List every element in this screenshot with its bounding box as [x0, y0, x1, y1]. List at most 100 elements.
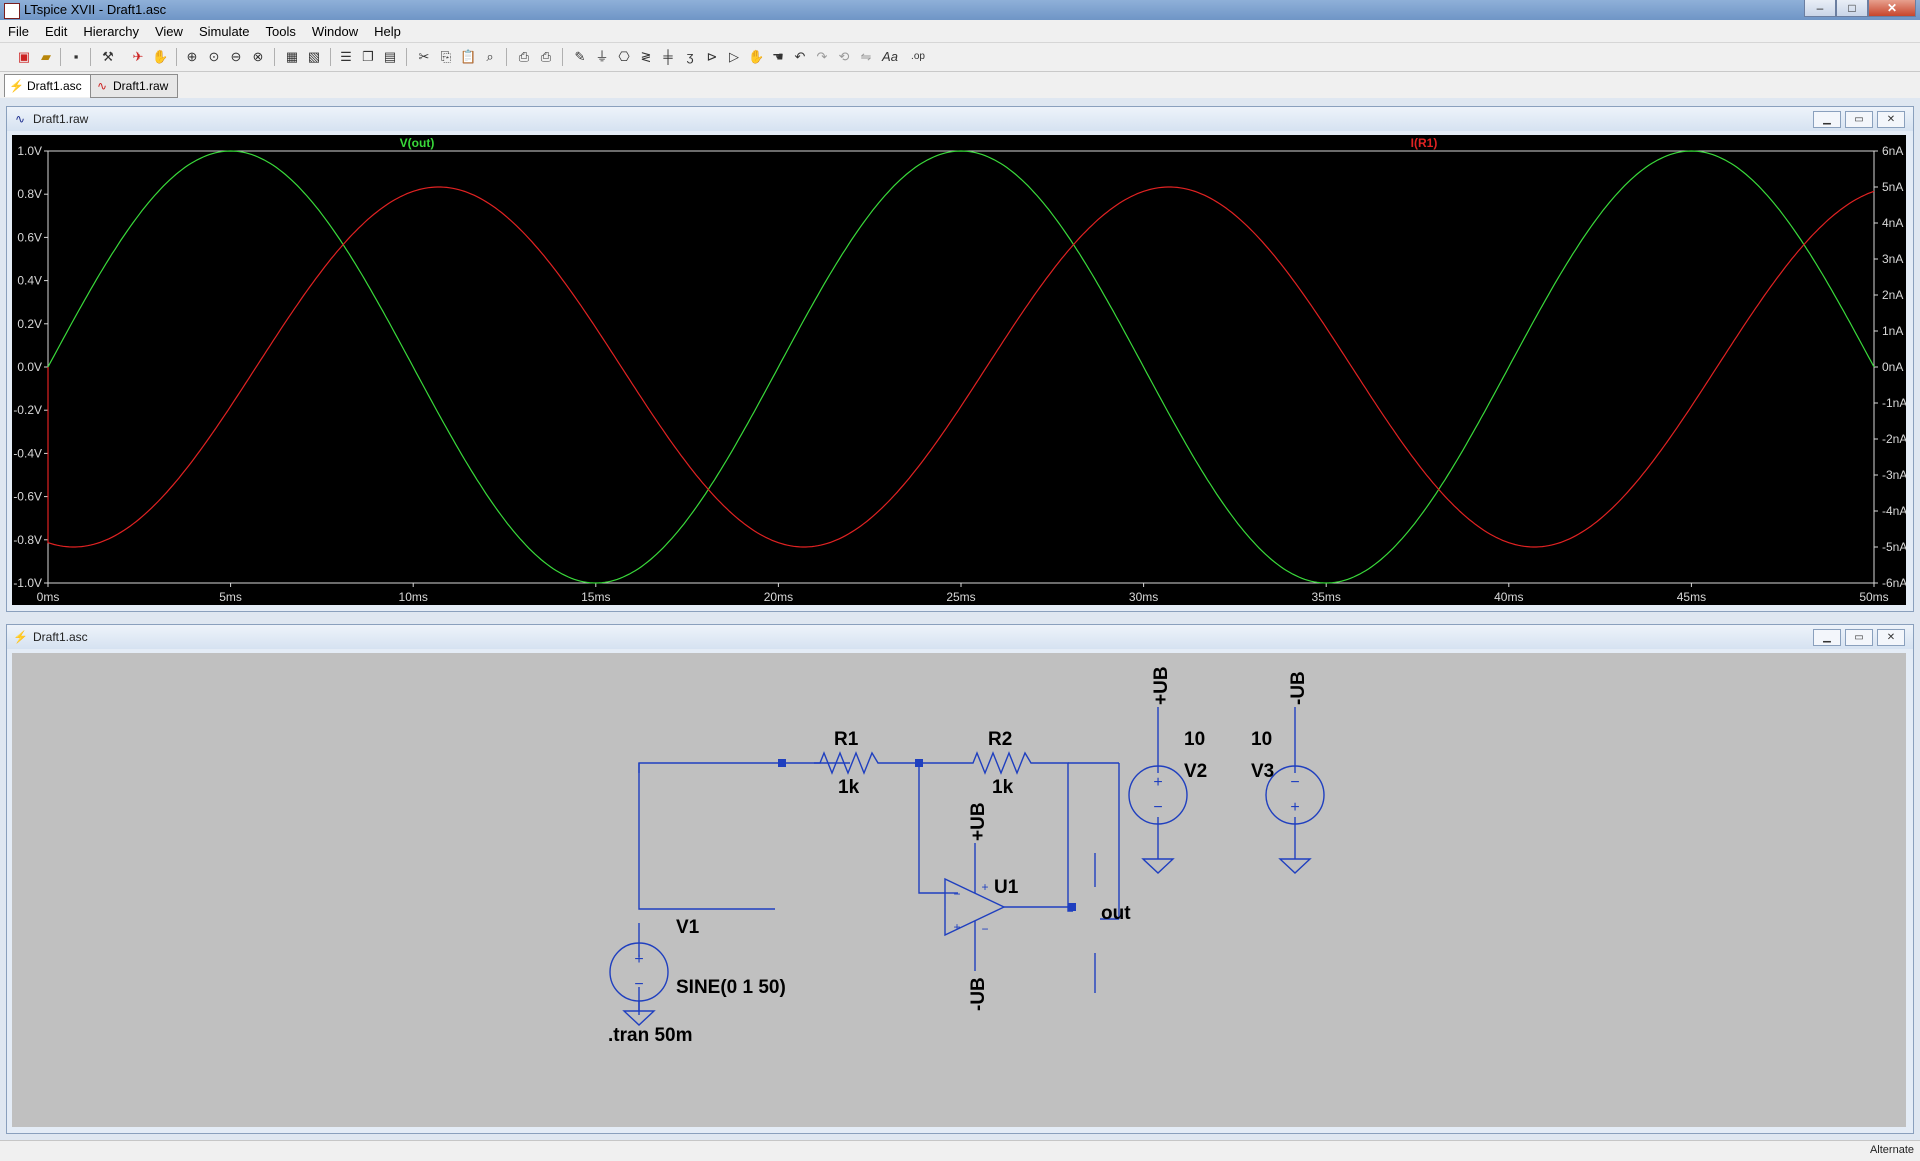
- zoom-in-icon[interactable]: ⊕: [186, 49, 198, 64]
- text-icon[interactable]: Aa: [882, 49, 898, 64]
- v1-value[interactable]: SINE(0 1 50): [676, 977, 786, 998]
- zoom-out-icon[interactable]: ⊖: [230, 49, 242, 64]
- r1-label[interactable]: R1: [834, 729, 859, 750]
- ground-symbol[interactable]: [622, 1010, 656, 1026]
- wire[interactable]: [918, 763, 945, 894]
- resistor-icon[interactable]: ≷: [640, 49, 652, 64]
- opamp-pos-supply-label[interactable]: +UB: [968, 802, 989, 841]
- minimize-button[interactable]: –: [1804, 0, 1836, 17]
- paste-icon[interactable]: 📋: [460, 49, 477, 64]
- wire[interactable]: [1065, 762, 1073, 912]
- move-icon[interactable]: ✋: [748, 49, 765, 64]
- spice-directive-icon[interactable]: .op: [911, 51, 925, 62]
- cascade-icon[interactable]: ❐: [362, 49, 374, 64]
- menu-simulate[interactable]: Simulate: [198, 23, 250, 39]
- menu-tools[interactable]: Tools: [265, 23, 296, 39]
- plot-frame: [47, 150, 1875, 584]
- y-left-tick-label: -0.6V: [13, 490, 42, 504]
- run-icon[interactable]: ✈: [132, 49, 144, 64]
- resistor-r1[interactable]: [814, 751, 882, 775]
- r2-value[interactable]: 1k: [992, 777, 1014, 798]
- menu-edit[interactable]: Edit: [44, 23, 68, 39]
- print-icon[interactable]: ⎙: [540, 49, 552, 64]
- v3-supply-label[interactable]: -UB: [1288, 671, 1309, 705]
- minimize-button[interactable]: ▁: [1813, 111, 1841, 128]
- v2-value[interactable]: 10: [1184, 729, 1205, 750]
- trace-label-vout: V(out): [400, 136, 435, 150]
- open-folder-icon[interactable]: ▰: [41, 49, 51, 64]
- maximize-button[interactable]: ▭: [1845, 111, 1873, 128]
- zoom-fit-icon[interactable]: ⊗: [252, 49, 264, 64]
- halt-icon[interactable]: ✋: [152, 49, 169, 64]
- voltage-source-v3[interactable]: [1265, 765, 1325, 825]
- resistor-r2[interactable]: [967, 751, 1065, 775]
- ground-icon[interactable]: ⏚: [595, 49, 609, 64]
- x-tick-label: 15ms: [581, 590, 610, 604]
- polarity-minus: −: [634, 976, 643, 993]
- menu-view[interactable]: View: [154, 23, 183, 39]
- diode-icon[interactable]: ⊳: [706, 49, 718, 64]
- u1-label[interactable]: U1: [994, 877, 1019, 898]
- mirror-icon[interactable]: ⇋: [860, 49, 872, 64]
- v2-label[interactable]: V2: [1184, 761, 1207, 782]
- label-net-icon[interactable]: ⎔: [618, 49, 630, 64]
- close-button[interactable]: ✕: [1868, 0, 1916, 17]
- tile-horizontal-icon[interactable]: ☰: [340, 49, 352, 64]
- new-schematic-icon[interactable]: ▣: [17, 49, 31, 64]
- tran-directive[interactable]: .tran 50m: [608, 1025, 692, 1046]
- v2-supply-label[interactable]: +UB: [1151, 666, 1172, 705]
- out-net-label[interactable]: out: [1101, 903, 1131, 924]
- maximize-button[interactable]: □: [1836, 0, 1868, 17]
- menu-window[interactable]: Window: [311, 23, 359, 39]
- tile-vertical-icon[interactable]: ▤: [383, 49, 397, 64]
- r2-label[interactable]: R2: [988, 729, 1012, 750]
- find-icon[interactable]: ⌕: [486, 49, 494, 64]
- copy-icon[interactable]: ⎘: [440, 49, 452, 64]
- print-setup-icon[interactable]: ⎙: [518, 49, 530, 64]
- inductor-icon[interactable]: ʒ: [686, 49, 694, 64]
- document-tabs: ⚡ Draft1.asc ∿ Draft1.raw: [0, 72, 1920, 98]
- junction-dot: [778, 759, 786, 767]
- control-panel-icon[interactable]: ⚒: [102, 49, 114, 64]
- wire[interactable]: [638, 762, 814, 773]
- drag-icon[interactable]: ☚: [772, 49, 784, 64]
- waveform-window-title: Draft1.raw: [33, 112, 89, 126]
- schematic-drawing[interactable]: + − + − − + − + + − R1 1k R2 1k U1 out V…: [12, 653, 1906, 1127]
- maximize-button[interactable]: ▭: [1845, 629, 1873, 646]
- menu-help[interactable]: Help: [374, 23, 401, 39]
- draw-wire-icon[interactable]: ✎: [574, 49, 586, 64]
- ground-symbol[interactable]: [1141, 858, 1175, 874]
- ground-symbol[interactable]: [1278, 858, 1312, 874]
- v3-value[interactable]: 10: [1251, 729, 1272, 750]
- minimize-button[interactable]: ▁: [1813, 629, 1841, 646]
- y-right-tick-label: 2nA: [1882, 288, 1903, 302]
- tab-draft1-asc[interactable]: ⚡ Draft1.asc: [4, 74, 96, 97]
- pan-icon[interactable]: ⊙: [208, 49, 220, 64]
- x-tick-label: 5ms: [219, 590, 242, 604]
- redo-icon[interactable]: ↷: [816, 49, 828, 64]
- tab-draft1-raw[interactable]: ∿ Draft1.raw: [90, 74, 178, 98]
- autorange-icon[interactable]: ▦: [285, 49, 299, 64]
- voltage-source-v2[interactable]: [1128, 765, 1188, 825]
- v3-label[interactable]: V3: [1251, 761, 1274, 782]
- menu-file[interactable]: File: [8, 23, 29, 39]
- close-button[interactable]: ✕: [1877, 111, 1905, 128]
- capacitor-icon[interactable]: ╪: [663, 49, 673, 64]
- rotate-icon[interactable]: ⟲: [838, 49, 850, 64]
- delete-traces-icon[interactable]: ▧: [307, 49, 321, 64]
- waveform-plot[interactable]: 1.0V0.8V0.6V0.4V0.2V0.0V-0.2V-0.4V-0.6V-…: [12, 135, 1907, 605]
- r1-value[interactable]: 1k: [838, 777, 860, 798]
- cut-icon[interactable]: ✂: [418, 49, 430, 64]
- wire[interactable]: [638, 763, 775, 910]
- y-left-tick-label: -0.2V: [13, 403, 42, 417]
- schematic-canvas[interactable]: + − + − − + − + + − R1 1k R2 1k U1 out V…: [12, 653, 1906, 1127]
- y-left-tick-label: -0.4V: [13, 446, 42, 460]
- opamp-neg-supply-label[interactable]: -UB: [968, 977, 989, 1011]
- undo-icon[interactable]: ↶: [794, 49, 806, 64]
- menu-hierarchy[interactable]: Hierarchy: [83, 23, 139, 39]
- v1-label[interactable]: V1: [676, 917, 700, 938]
- component-icon[interactable]: ▷: [729, 49, 739, 64]
- close-button[interactable]: ✕: [1877, 629, 1905, 646]
- save-icon[interactable]: ▪: [73, 49, 79, 64]
